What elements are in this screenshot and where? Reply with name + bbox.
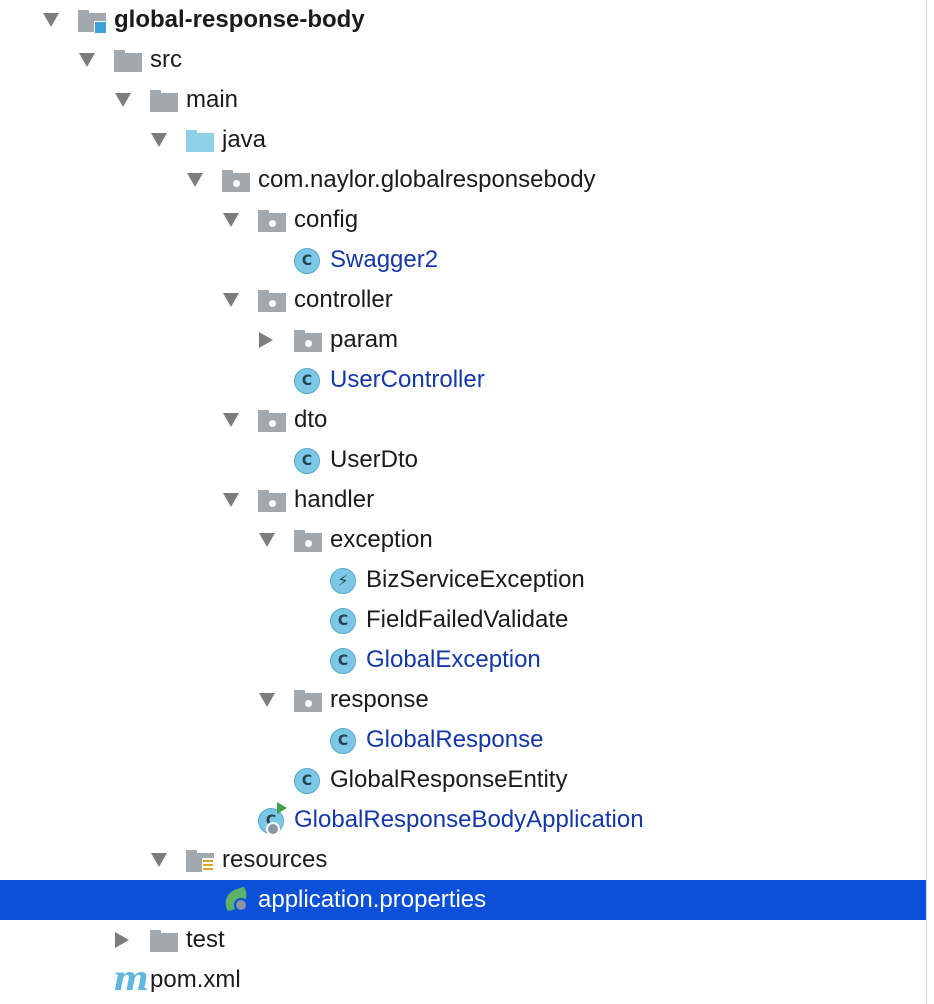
expand-arrow-icon[interactable] (259, 693, 275, 707)
tree-node-application-class[interactable]: C GlobalResponseBodyApplication (0, 800, 926, 840)
tree-node-global-response[interactable]: C GlobalResponse (0, 720, 926, 760)
tree-node-test[interactable]: test (0, 920, 926, 960)
tree-node-label: UserController (330, 366, 485, 393)
package-icon (294, 528, 322, 554)
tree-node-field-failed-validate[interactable]: C FieldFailedValidate (0, 600, 926, 640)
tree-node-label: com.naylor.globalresponsebody (258, 166, 596, 193)
tree-node-config[interactable]: config (0, 200, 926, 240)
tree-node-handler[interactable]: handler (0, 480, 926, 520)
tree-node-global-response-entity[interactable]: C GlobalResponseEntity (0, 760, 926, 800)
tree-node-response[interactable]: response (0, 680, 926, 720)
package-icon (258, 408, 286, 434)
expand-arrow-icon[interactable] (115, 93, 131, 107)
tree-node-label: FieldFailedValidate (366, 606, 569, 633)
tree-node-label: response (330, 686, 429, 713)
tree-node-label: dto (294, 406, 328, 433)
expand-arrow-icon[interactable] (151, 133, 167, 147)
collapsed-arrow-icon[interactable] (259, 332, 273, 348)
expand-arrow-icon[interactable] (223, 493, 239, 507)
collapsed-arrow-icon[interactable] (115, 932, 129, 948)
tree-node-label: controller (294, 286, 393, 313)
tree-node-package[interactable]: com.naylor.globalresponsebody (0, 160, 926, 200)
package-icon (258, 288, 286, 314)
tree-node-label: java (222, 126, 267, 153)
tree-node-user-dto[interactable]: C UserDto (0, 440, 926, 480)
expand-arrow-icon[interactable] (187, 173, 203, 187)
tree-node-label: GlobalResponseEntity (330, 766, 568, 793)
spring-boot-class-icon: C (258, 802, 287, 836)
package-icon (258, 208, 286, 234)
tree-node-pom[interactable]: m pom.xml (0, 960, 926, 1000)
tree-node-label: main (186, 86, 239, 113)
tree-node-label: handler (294, 486, 375, 513)
tree-node-swagger2[interactable]: C Swagger2 (0, 240, 926, 280)
expand-arrow-icon[interactable] (223, 293, 239, 307)
tree-node-controller[interactable]: controller (0, 280, 926, 320)
tree-node-label: test (186, 926, 225, 953)
spring-properties-icon (221, 886, 251, 914)
expand-arrow-icon[interactable] (43, 13, 59, 27)
tree-node-label: global-response-body (114, 6, 365, 33)
class-icon: C (330, 728, 358, 754)
tree-node-param[interactable]: param (0, 320, 926, 360)
tree-node-src[interactable]: src (0, 40, 926, 80)
tree-node-label: src (150, 46, 182, 73)
maven-icon: m (113, 959, 149, 999)
class-icon: C (330, 648, 358, 674)
package-icon (294, 328, 322, 354)
panel-divider (926, 0, 927, 1004)
folder-icon (114, 48, 142, 74)
package-icon (222, 168, 250, 194)
tree-node-global-exception[interactable]: C GlobalException (0, 640, 926, 680)
package-icon (294, 688, 322, 714)
tree-node-label: application.properties (258, 886, 487, 913)
folder-icon (150, 928, 178, 954)
expand-arrow-icon[interactable] (79, 53, 95, 67)
tree-node-resources[interactable]: resources (0, 840, 926, 880)
class-icon: C (294, 768, 322, 794)
tree-node-user-controller[interactable]: C UserController (0, 360, 926, 400)
tree-node-label: BizServiceException (366, 566, 585, 593)
expand-arrow-icon[interactable] (223, 413, 239, 427)
class-icon: C (330, 608, 358, 634)
tree-node-label: pom.xml (150, 966, 241, 993)
tree-node-label: config (294, 206, 359, 233)
tree-node-label: exception (330, 526, 433, 553)
tree-node-java[interactable]: java (0, 120, 926, 160)
tree-node-dto[interactable]: dto (0, 400, 926, 440)
module-folder-icon (78, 8, 107, 34)
tree-node-label: GlobalResponse (366, 726, 544, 753)
resources-folder-icon (186, 848, 214, 874)
exception-class-icon: ⚡ (330, 568, 358, 594)
tree-node-label: resources (222, 846, 328, 873)
expand-arrow-icon[interactable] (259, 533, 275, 547)
tree-node-label: GlobalException (366, 646, 541, 673)
tree-node-biz-service-exception[interactable]: ⚡ BizServiceException (0, 560, 926, 600)
tree-node-label: UserDto (330, 446, 419, 473)
folder-icon (150, 88, 178, 114)
expand-arrow-icon[interactable] (151, 853, 167, 867)
tree-node-label: Swagger2 (330, 246, 439, 273)
source-folder-icon (186, 128, 214, 154)
class-icon: C (294, 448, 322, 474)
tree-node-project[interactable]: global-response-body (0, 0, 926, 40)
tree-node-main[interactable]: main (0, 80, 926, 120)
tree-node-label: param (330, 326, 399, 353)
tree-node-label: GlobalResponseBodyApplication (294, 806, 644, 833)
class-icon: C (294, 368, 322, 394)
class-icon: C (294, 248, 322, 274)
tree-node-application-properties[interactable]: application.properties (0, 880, 926, 920)
tree-node-exception[interactable]: exception (0, 520, 926, 560)
expand-arrow-icon[interactable] (223, 213, 239, 227)
package-icon (258, 488, 286, 514)
